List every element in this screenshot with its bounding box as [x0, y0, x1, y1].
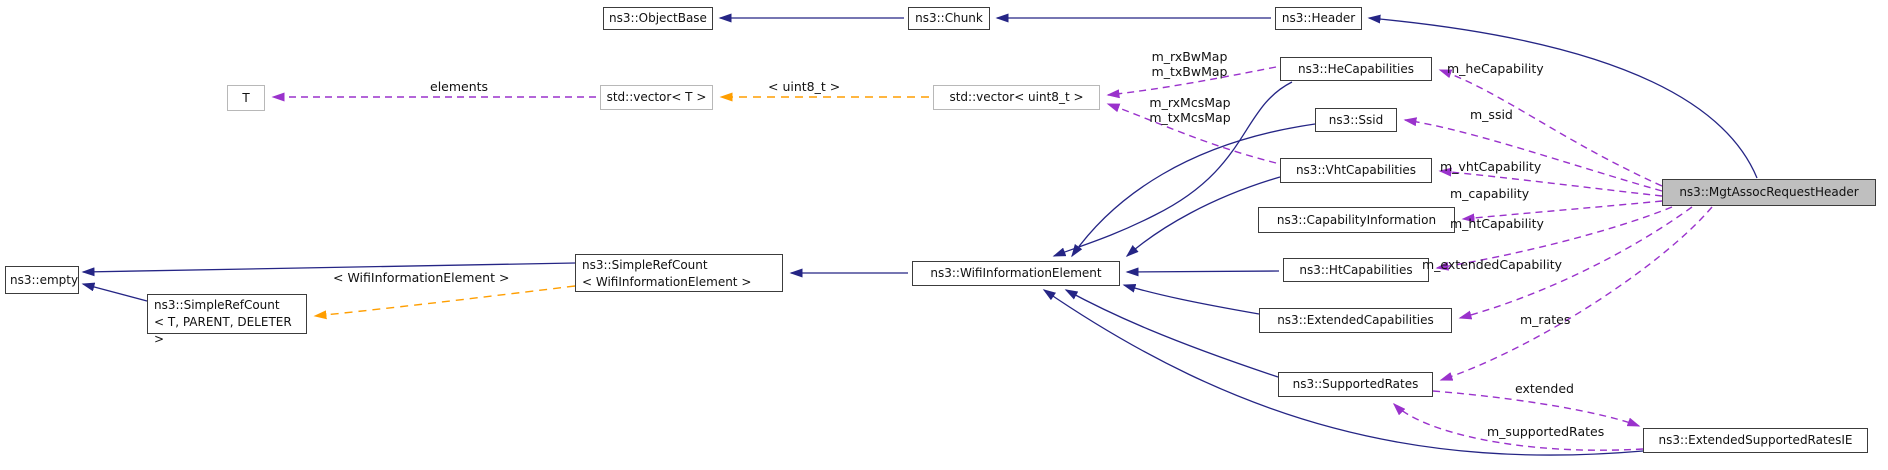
- edge-ssid-to-wifiinformationelement: [1071, 123, 1316, 258]
- inheritance-edges: [81, 13, 1758, 456]
- edge-main-to-extendedcapabilities: [1458, 206, 1693, 320]
- edge-label-he-capability: m_heCapability: [1447, 61, 1544, 76]
- edge-hecapabilities-to-vector-uint8: [1106, 66, 1277, 99]
- class-node-chunk[interactable]: ns3::Chunk: [908, 7, 990, 30]
- edge-main-to-htcapabilities: [1435, 206, 1673, 271]
- edge-simplerefcount-tpd-to-empty: [81, 282, 148, 302]
- edge-extendedsupportedratesie-to-wifiinformationelement: [1042, 289, 1644, 456]
- class-node-simplerefcount-tpd[interactable]: ns3::SimpleRefCount < T, PARENT, DELETER…: [147, 294, 307, 346]
- class-node-extendedsupportedratesie[interactable]: ns3::ExtendedSupportedRatesIE: [1643, 428, 1868, 453]
- edge-label-supported-rates: m_supportedRates: [1487, 424, 1605, 439]
- class-node-vector-t[interactable]: std::vector< T >: [600, 85, 713, 110]
- edge-label-wifiie-template: < WifiInformationElement >: [333, 270, 510, 285]
- edge-vhtcapabilities-to-wifiinformationelement: [1125, 176, 1281, 257]
- class-node-mgtassocrequestheader[interactable]: ns3::MgtAssocRequestHeader: [1662, 179, 1876, 206]
- edge-label-extended: extended: [1515, 381, 1574, 396]
- class-node-vhtcapabilities[interactable]: ns3::VhtCapabilities: [1280, 158, 1432, 183]
- class-node-vector-uint8[interactable]: std::vector< uint8_t >: [933, 85, 1100, 110]
- class-node-supportedrates[interactable]: ns3::SupportedRates: [1278, 372, 1433, 397]
- edge-label-uint8-template: < uint8_t >: [768, 79, 841, 94]
- template-edges: [313, 92, 929, 320]
- class-node-wifiinformationelement[interactable]: ns3::WifiInformationElement: [912, 261, 1120, 286]
- class-node-hecapabilities[interactable]: ns3::HeCapabilities: [1280, 57, 1432, 81]
- class-node-simplerefcount-wifiie[interactable]: ns3::SimpleRefCount < WifiInformationEle…: [575, 254, 783, 292]
- edge-extendedsupportedratesie-to-supportedrates: [1392, 402, 1644, 451]
- edge-extendedcapabilities-to-wifiinformationelement: [1122, 283, 1260, 315]
- edge-label-extended-capability: m_extendedCapability: [1422, 257, 1563, 272]
- edge-label-rates: m_rates: [1520, 312, 1571, 327]
- class-node-ssid[interactable]: ns3::Ssid: [1315, 108, 1397, 132]
- class-node-objectbase[interactable]: ns3::ObjectBase: [603, 7, 713, 30]
- edge-simplerefcount-wifiie-to-simplerefcount-tpd: [313, 285, 576, 320]
- edge-label-mcsmap: m_rxMcsMap m_txMcsMap: [1149, 95, 1231, 125]
- edge-label-vht-capability: m_vhtCapability: [1440, 159, 1542, 174]
- edge-label-ht-capability: m_htCapability: [1450, 216, 1544, 231]
- edge-main-to-vhtcapabilities: [1438, 167, 1663, 197]
- class-node-empty[interactable]: ns3::empty: [5, 266, 79, 294]
- edge-label-elements: elements: [430, 79, 489, 94]
- edge-simplerefcount-wifiie-to-empty: [81, 262, 576, 277]
- edge-supportedrates-to-wifiinformationelement: [1064, 289, 1279, 378]
- edge-hecapabilities-to-wifiinformationelement: [1052, 81, 1293, 257]
- edge-main-to-capabilityinformation: [1461, 200, 1663, 223]
- class-node-htcapabilities[interactable]: ns3::HtCapabilities: [1283, 258, 1429, 282]
- edge-main-to-supportedrates-rates: [1439, 206, 1713, 381]
- edge-label-ssid: m_ssid: [1470, 107, 1513, 122]
- edge-main-to-hecapabilities: [1438, 69, 1663, 187]
- edge-label-capability: m_capability: [1450, 186, 1530, 201]
- edge-main-to-ssid: [1403, 117, 1663, 192]
- class-node-capabilityinformation[interactable]: ns3::CapabilityInformation: [1258, 207, 1455, 233]
- class-node-t[interactable]: T: [227, 85, 265, 111]
- edge-htcapabilities-to-wifiinformationelement: [1125, 267, 1280, 277]
- usage-edges: [271, 66, 1713, 451]
- edge-supportedrates-to-extendedsupportedratesie-extended: [1432, 390, 1641, 427]
- class-node-header[interactable]: ns3::Header: [1275, 7, 1362, 30]
- edge-label-bwmap: m_rxBwMap m_txBwMap: [1151, 49, 1228, 79]
- class-node-extendedcapabilities[interactable]: ns3::ExtendedCapabilities: [1259, 308, 1452, 333]
- edge-mgtassocrequestheader-to-header: [1367, 14, 1758, 179]
- edge-vhtcapabilities-to-vector-uint8: [1106, 103, 1277, 164]
